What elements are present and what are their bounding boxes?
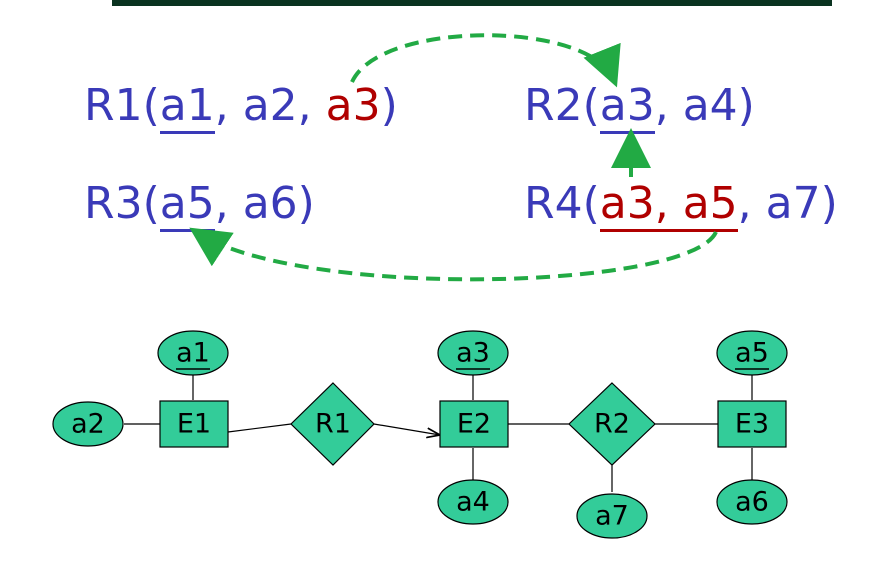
entity-e3-label: E3 [735,409,769,440]
relation-r3: R3(a5, a6) [84,178,315,232]
attr-a6-label: a6 [735,487,769,518]
attr-a3-label: a3 [456,338,490,369]
attr-a5-ellipse [716,330,788,376]
separator: , [214,178,243,229]
attr-a1-label: a1 [176,338,210,369]
primary-key: a5 [159,178,215,232]
attr-a7-ellipse [576,493,648,539]
paren: ) [737,80,755,131]
attribute: a2 [242,80,298,131]
primary-key: a3 [599,80,655,134]
foreign-key: a3 [325,80,381,131]
relation-r1: R1(a1, a2, a3) [84,80,398,134]
attribute: a6 [242,178,298,229]
primary-foreign-key: a5 [682,178,738,229]
fk-arrow-r1-r2 [350,33,621,88]
relationship-r2-label: R2 [594,409,630,440]
relationship-r2-diamond [568,382,656,466]
relationship-r1-diamond [290,382,375,466]
relation-name: R2 [524,80,583,131]
attr-a6-ellipse [716,479,788,525]
separator: , [214,80,243,131]
attr-a1-ellipse [157,330,229,376]
relation-r2: R2(a3, a4) [524,80,755,134]
entity-e1-label: E1 [177,409,211,440]
attr-a4-ellipse [437,479,509,525]
entity-e2-rect [439,400,509,448]
paren: ) [820,178,838,229]
paren: ) [297,178,315,229]
entity-e1-rect [159,400,229,448]
attribute: a4 [682,80,738,131]
relationship-r1-label: R1 [315,409,351,440]
relation-r4: R4(a3, a5, a7) [524,178,838,232]
attr-a3-ellipse [437,330,509,376]
er-connectors [124,372,753,492]
relation-name: R4 [524,178,583,229]
attribute: a7 [765,178,821,229]
separator: , [297,80,326,131]
entity-e3-rect [717,400,787,448]
separator: , [737,178,766,229]
attr-a2-ellipse [52,401,124,447]
top-bar [112,0,832,6]
attr-a5-label: a5 [735,338,769,369]
relation-name: R1 [84,80,143,131]
entity-e2-label: E2 [457,409,491,440]
primary-key: a1 [159,80,215,134]
primary-foreign-key: a3 [599,178,655,229]
attr-a2-label: a2 [71,409,105,440]
attr-a7-label: a7 [595,501,629,532]
attr-a4-label: a4 [456,487,490,518]
paren: ) [380,80,398,131]
separator: , [654,80,683,131]
separator: , [654,178,683,229]
fk-arrow-r4-r3 [189,227,718,282]
relation-name: R3 [84,178,143,229]
